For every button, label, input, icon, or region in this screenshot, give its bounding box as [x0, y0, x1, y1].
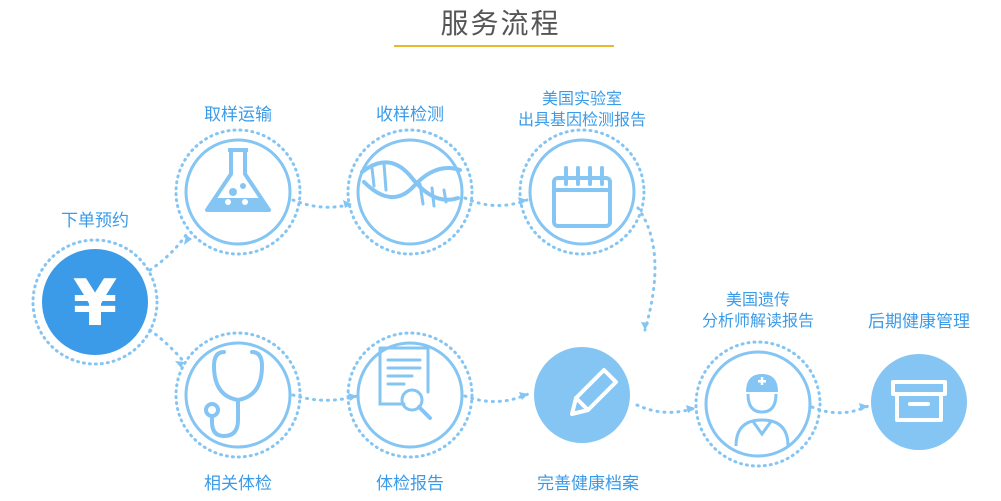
step-lab-report-label-line2: 出具基因检测报告: [517, 110, 647, 129]
dna-icon: [360, 160, 462, 208]
connector-report-records: [463, 392, 530, 404]
step-lab-report-node: [518, 128, 646, 256]
connector-book-sampling: [148, 233, 188, 272]
step-interpret-label-line1: 美国遗传: [725, 290, 791, 309]
calendar-icon: [552, 166, 612, 228]
connector-lab-records: [636, 206, 657, 332]
archive-box-icon: [891, 380, 947, 422]
step-receive-node: [346, 128, 474, 256]
connector-book-checkup: [148, 328, 186, 364]
step-followup-node: [871, 354, 967, 450]
doctor-icon: [734, 374, 790, 447]
arrow-head: [686, 405, 695, 413]
page-title: 服务流程: [440, 7, 561, 40]
stethoscope-icon: [204, 350, 265, 439]
step-interpret-label-line2: 分析师解读报告: [701, 311, 815, 330]
step-sampling-label: 取样运输: [204, 105, 272, 125]
pencil-icon: [570, 368, 618, 416]
arrow-head: [519, 392, 528, 400]
document-search-icon: [378, 346, 432, 420]
step-receive-label: 收样检测: [376, 105, 444, 125]
step-sampling-node: [174, 128, 302, 256]
step-checkup-report-node: [346, 331, 474, 459]
step-checkup-report-label: 体检报告: [376, 474, 444, 494]
step-lab-report-label: 美国实验室 出具基因检测报告: [518, 88, 646, 130]
arrow-head: [343, 200, 352, 208]
step-records-label: 完善健康档案: [537, 474, 639, 494]
step-book-node: ¥: [31, 238, 159, 366]
connector-sampling-receive: [291, 198, 354, 209]
step-interpret-node: [694, 340, 822, 468]
step-records-node: [534, 347, 630, 443]
step-followup-label: 后期健康管理: [868, 312, 970, 332]
step-checkup-label: 相关体检: [204, 474, 272, 494]
connector-receive-lab: [463, 196, 529, 208]
arrow-head: [184, 235, 192, 245]
arrow-head: [859, 403, 868, 411]
yen-icon: ¥: [73, 267, 118, 341]
flask-icon: [205, 148, 271, 212]
title-underline: [394, 45, 614, 47]
arrow-head: [348, 393, 357, 401]
connector-records-interpret: [635, 403, 697, 414]
step-interpret-label: 美国遗传 分析师解读报告: [702, 289, 814, 331]
arrow-head: [641, 322, 649, 330]
step-book-label: 下单预约: [61, 211, 129, 231]
connector-interpret-followup: [810, 404, 870, 415]
step-lab-report-label-line1: 美国实验室: [541, 89, 623, 108]
step-checkup-node: [174, 331, 302, 459]
